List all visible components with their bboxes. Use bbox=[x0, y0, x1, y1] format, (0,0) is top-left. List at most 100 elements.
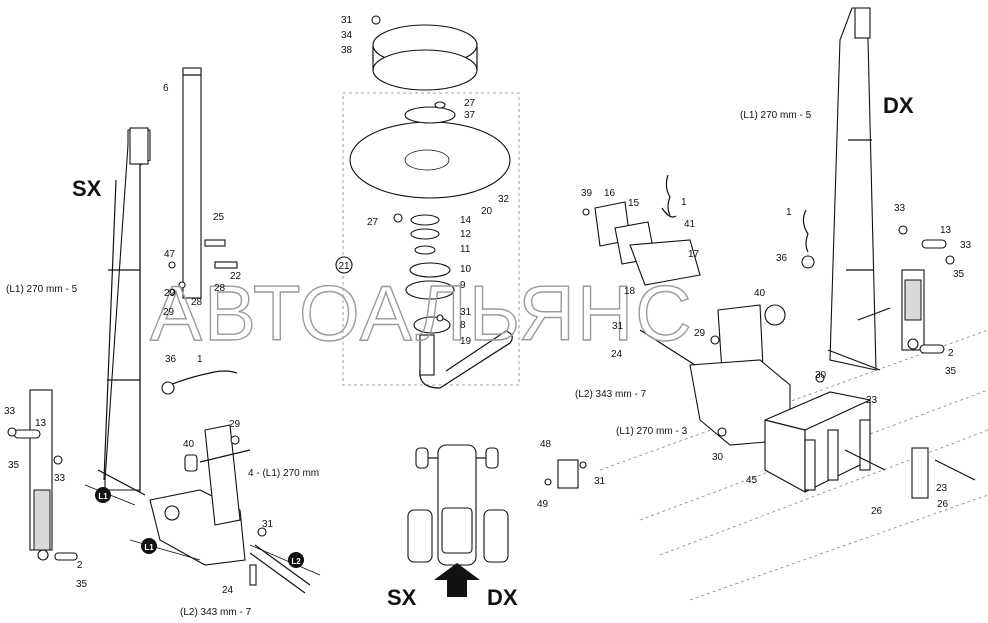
pn-31b: 31 bbox=[341, 15, 353, 26]
pn-31e: 31 bbox=[612, 321, 624, 332]
pn-12: 12 bbox=[460, 229, 472, 240]
pn-15: 15 bbox=[628, 198, 640, 209]
pn-24b: 24 bbox=[611, 349, 623, 360]
pn-40b: 40 bbox=[754, 288, 766, 299]
pn-34: 34 bbox=[341, 30, 353, 41]
pn-1c: 1 bbox=[786, 207, 792, 218]
pn-11: 11 bbox=[460, 244, 471, 255]
pn-1b: 1 bbox=[681, 197, 687, 208]
pn-31d: 31 bbox=[594, 476, 606, 487]
pn-29a: 29 bbox=[164, 288, 176, 299]
pn-26a: 26 bbox=[871, 506, 883, 517]
pn-36b: 36 bbox=[776, 253, 788, 264]
pn-25: 25 bbox=[213, 212, 225, 223]
pn-48: 48 bbox=[540, 439, 552, 450]
marker-l1-lower: L1 bbox=[141, 538, 157, 554]
pn-30a: 30 bbox=[712, 452, 724, 463]
direction-label-right: DX bbox=[487, 585, 518, 610]
left-pin-7 bbox=[249, 544, 311, 594]
pn-18: 18 bbox=[624, 286, 636, 297]
pn-35d: 35 bbox=[945, 366, 957, 377]
svg-text:L1: L1 bbox=[144, 543, 154, 552]
tractor-icon bbox=[407, 444, 509, 566]
pn-13a: 13 bbox=[35, 418, 47, 429]
pn-9: 9 bbox=[460, 280, 466, 291]
pn-33b: 33 bbox=[54, 473, 66, 484]
callout-l1-270-3: (L1) 270 mm - 3 bbox=[616, 426, 688, 437]
right-tall-frame bbox=[827, 7, 881, 371]
pn-6: 6 bbox=[163, 83, 169, 94]
pn-41: 41 bbox=[684, 219, 696, 230]
marker-l2: L2 bbox=[288, 552, 304, 568]
pn-23b: 23 bbox=[936, 483, 948, 494]
callout-l1-270-5-left: (L1) 270 mm - 5 bbox=[6, 284, 78, 295]
left-cylinder bbox=[29, 389, 53, 561]
pn-28b: 28 bbox=[191, 297, 203, 308]
left-dimension-l2 bbox=[249, 544, 321, 576]
pn-19: 19 bbox=[460, 336, 472, 347]
marker-21: 21 bbox=[335, 256, 353, 274]
pn-24a: 24 bbox=[222, 585, 234, 596]
pn-31c: 31 bbox=[460, 307, 472, 318]
pn-29d: 29 bbox=[694, 328, 706, 339]
callout-l2-343-7-right: (L2) 343 mm - 7 bbox=[575, 389, 647, 400]
center-stack bbox=[393, 213, 513, 389]
part-number-labels: 6 25 47 22 28 29 28 29 36 1 33 13 35 33 … bbox=[4, 15, 972, 596]
pn-38: 38 bbox=[341, 45, 353, 56]
pn-39: 39 bbox=[581, 188, 593, 199]
direction-arrow-icon bbox=[434, 563, 480, 597]
center-disc-20 bbox=[349, 101, 511, 199]
pn-37: 37 bbox=[464, 110, 476, 121]
pn-36a: 36 bbox=[165, 354, 177, 365]
pn-49: 49 bbox=[537, 499, 549, 510]
pn-16: 16 bbox=[604, 188, 616, 199]
direction-label-left: SX bbox=[387, 585, 417, 610]
callout-l2-343-7-left: (L2) 343 mm - 7 bbox=[180, 607, 252, 618]
pn-33c: 33 bbox=[894, 203, 906, 214]
pn-26b: 26 bbox=[937, 499, 949, 510]
pn-14: 14 bbox=[460, 215, 472, 226]
svg-text:21: 21 bbox=[338, 261, 350, 272]
pn-10: 10 bbox=[460, 264, 472, 275]
pn-13b: 13 bbox=[940, 225, 952, 236]
pn-29b: 29 bbox=[163, 307, 175, 318]
pn-45: 45 bbox=[746, 475, 758, 486]
callout-l1-270-5-right: (L1) 270 mm - 5 bbox=[740, 110, 812, 121]
pn-31a: 31 bbox=[262, 519, 274, 530]
left-tall-frame bbox=[97, 127, 151, 496]
right-box-45 bbox=[764, 391, 976, 499]
marker-l1-upper: L1 bbox=[95, 487, 111, 503]
pn-1a: 1 bbox=[197, 354, 203, 365]
right-chain-1 bbox=[665, 174, 809, 253]
pn-8: 8 bbox=[460, 320, 466, 331]
pn-35a: 35 bbox=[8, 460, 20, 471]
side-label-right: DX bbox=[883, 93, 914, 118]
pn-23a: 23 bbox=[866, 395, 878, 406]
side-label-left: SX bbox=[72, 176, 102, 201]
pn-22: 22 bbox=[230, 271, 242, 282]
small-bracket-48 bbox=[544, 459, 587, 489]
left-bottom-bracket bbox=[149, 424, 251, 566]
callout-l1-270-4: 4 - (L1) 270 mm bbox=[248, 468, 319, 479]
pn-30b: 30 bbox=[815, 370, 827, 381]
svg-text:L1: L1 bbox=[98, 492, 108, 501]
left-post-6 bbox=[182, 67, 202, 299]
center-ring-cover bbox=[371, 15, 478, 91]
pn-2a: 2 bbox=[77, 560, 83, 571]
svg-text:L2: L2 bbox=[291, 557, 301, 566]
pn-33a: 33 bbox=[4, 406, 16, 417]
pn-17: 17 bbox=[688, 249, 700, 260]
pn-27b: 27 bbox=[367, 217, 379, 228]
pn-2b: 2 bbox=[948, 348, 954, 359]
pn-28a: 28 bbox=[214, 283, 226, 294]
right-mount-bracket bbox=[582, 201, 701, 286]
pn-27a: 27 bbox=[464, 98, 476, 109]
pn-35b: 35 bbox=[76, 579, 88, 590]
left-chain-1 bbox=[161, 370, 238, 395]
pn-40a: 40 bbox=[183, 439, 195, 450]
pn-32: 32 bbox=[498, 194, 510, 205]
pn-20: 20 bbox=[481, 206, 493, 217]
left-small-parts bbox=[7, 239, 267, 586]
